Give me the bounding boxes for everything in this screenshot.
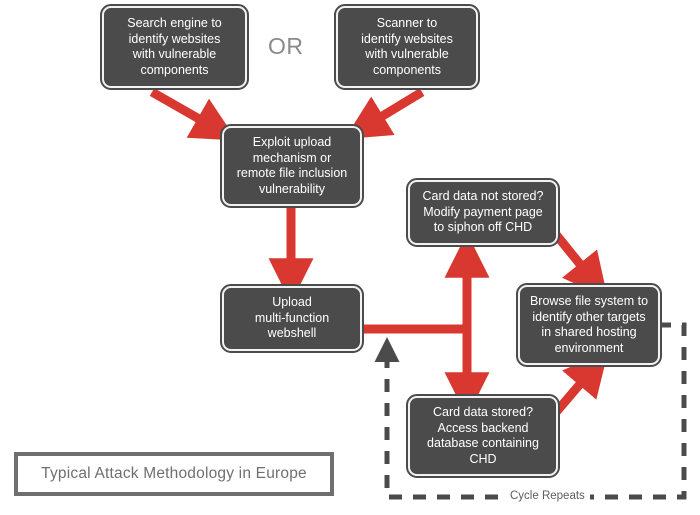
edge-browse-to-webshell-cycle [374, 322, 687, 500]
node-exploit-upload[interactable]: Exploit upload mechanism or remote file … [220, 124, 364, 208]
edge-scanner-to-exploit [344, 88, 425, 140]
node-search-engine[interactable]: Search engine to identify websites with … [100, 4, 249, 90]
edge-search-to-exploit [149, 88, 237, 141]
node-scanner[interactable]: Scanner to identify websites with vulner… [334, 4, 480, 90]
legend-title-box: Typical Attack Methodology in Europe [14, 452, 334, 496]
node-card-stored[interactable]: Card data stored? Access backend databas… [406, 394, 560, 478]
edge-card-stored-to-browse [548, 350, 609, 420]
or-label: OR [268, 33, 304, 59]
page-title: Typical Attack Methodology in Europe [41, 465, 307, 482]
node-browse-filesystem[interactable]: Browse file system to identify other tar… [516, 283, 662, 367]
cycle-repeats-label: Cycle Repeats [505, 490, 590, 502]
edge-card-not-stored-to-browse [550, 229, 608, 299]
node-card-not-stored[interactable]: Card data not stored? Modify payment pag… [406, 178, 560, 247]
node-upload-webshell[interactable]: Upload multi-function webshell [220, 284, 364, 353]
